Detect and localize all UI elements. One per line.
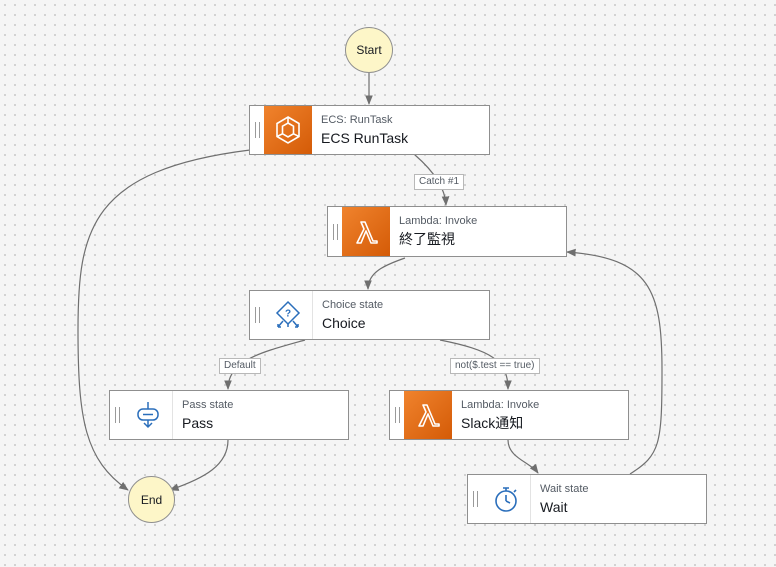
state-name: 終了監視 xyxy=(399,231,455,247)
edge-label-condition: not($.test == true) xyxy=(450,358,540,374)
timer-icon xyxy=(482,475,531,523)
lambda-icon xyxy=(404,391,452,439)
choice-icon: ? xyxy=(264,291,313,339)
drag-handle[interactable] xyxy=(328,207,342,256)
ecs-icon xyxy=(264,106,312,154)
state-type: Choice state xyxy=(322,298,384,311)
edge-ecs-to-end xyxy=(77,149,251,491)
state-type: Wait state xyxy=(540,482,589,495)
state-lambda-slack[interactable]: Lambda: Invoke Slack通知 xyxy=(389,390,629,440)
edge-label-default: Default xyxy=(219,358,261,374)
end-node[interactable]: End xyxy=(128,476,175,523)
state-name: Pass xyxy=(182,414,214,431)
state-type: ECS: RunTask xyxy=(321,113,393,126)
state-pass[interactable]: Pass state Pass xyxy=(109,390,349,440)
edge-wait-to-lambda xyxy=(566,248,663,475)
drag-handle[interactable] xyxy=(468,475,482,523)
state-name: Choice xyxy=(322,314,366,331)
drag-handle[interactable] xyxy=(250,106,264,154)
state-name: ECS RunTask xyxy=(321,129,409,146)
state-name: Wait xyxy=(540,498,568,515)
edge-choice-to-slack xyxy=(439,339,512,390)
drag-handle[interactable] xyxy=(250,291,264,339)
edge-label-catch: Catch #1 xyxy=(414,174,465,190)
state-type: Lambda: Invoke xyxy=(461,398,540,411)
pass-icon xyxy=(124,391,173,439)
state-type: Lambda: Invoke xyxy=(399,215,478,227)
edge-lambda-to-choice xyxy=(364,257,406,290)
edge-slack-to-wait xyxy=(507,439,539,474)
state-wait[interactable]: Wait state Wait xyxy=(467,474,707,524)
state-lambda-monitor[interactable]: Lambda: Invoke 終了監視 xyxy=(327,206,567,257)
drag-handle[interactable] xyxy=(390,391,404,439)
drag-handle[interactable] xyxy=(110,391,124,439)
start-node[interactable]: Start xyxy=(345,27,393,73)
svg-text:?: ? xyxy=(285,309,291,320)
state-name: Slack通知 xyxy=(461,414,524,431)
state-choice[interactable]: ? Choice state Choice xyxy=(249,290,490,340)
lambda-icon xyxy=(342,207,390,256)
state-ecs-runtask[interactable]: ECS: RunTask ECS RunTask xyxy=(249,105,490,155)
edge-pass-to-end xyxy=(169,439,229,491)
state-type: Pass state xyxy=(182,398,234,411)
